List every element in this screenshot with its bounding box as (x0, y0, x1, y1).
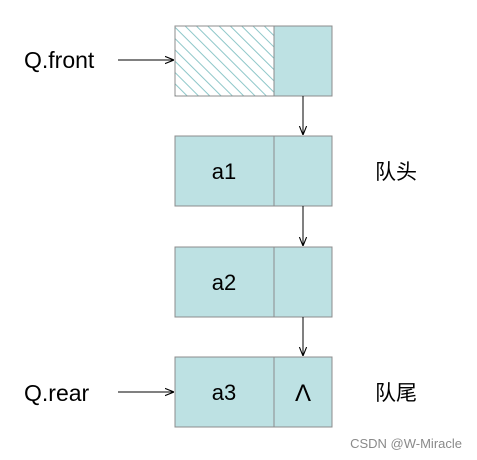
rear-pointer-label: Q.rear (24, 380, 90, 406)
null-pointer-mark: Λ (295, 380, 311, 407)
node-a1: a1 (174, 135, 333, 207)
head-node-next-cell (273, 25, 333, 97)
queue-head-label: 队头 (375, 160, 417, 184)
node-data-cell (174, 135, 275, 207)
node-value: a2 (212, 270, 236, 295)
head-node (174, 25, 333, 97)
node-next-cell (273, 356, 333, 428)
node-a2: a2 (174, 246, 333, 318)
node-next-cell (273, 246, 333, 318)
node-value: a1 (212, 159, 236, 184)
node-data-cell (174, 356, 275, 428)
node-next-cell (273, 135, 333, 207)
front-pointer-label: Q.front (24, 47, 95, 73)
node-value: a3 (212, 380, 236, 405)
watermark-text: CSDN @W-Miracle (350, 436, 462, 451)
head-node-data-cell (174, 25, 275, 97)
node-a3: a3 Λ (174, 356, 333, 428)
node-data-cell (174, 246, 275, 318)
queue-tail-label: 队尾 (375, 381, 417, 405)
